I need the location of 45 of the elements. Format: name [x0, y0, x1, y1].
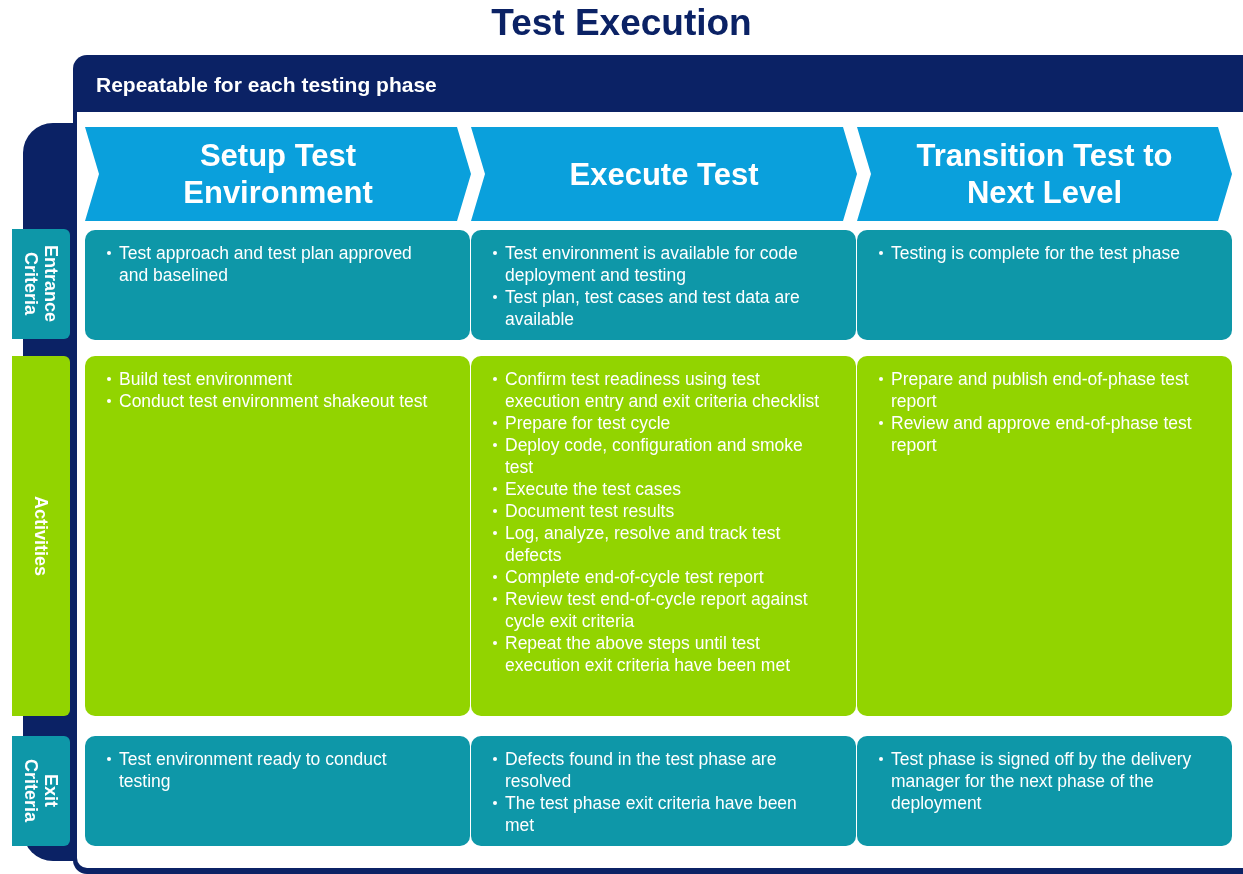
- bullet-text: Confirm test readiness using test execution entry and exit criteria checklist: [505, 369, 820, 411]
- criteria-card: [471, 230, 856, 340]
- panel-heading: Repeatable for each testing phase: [96, 73, 437, 97]
- bullet-text: Build test environment: [119, 369, 293, 389]
- bullet-text: Test approach and test plan approved and baselined: [119, 243, 412, 285]
- bullet-text: Repeat the above steps until test execution exit criteria have been met: [505, 633, 791, 675]
- chevron-banner: [85, 127, 471, 221]
- phase-heading: Setup Test Environment: [182, 137, 374, 212]
- bullet-text: Document test results: [505, 501, 675, 521]
- chevron-banner: [471, 127, 857, 221]
- diagram-title: Test Execution: [490, 2, 753, 44]
- criteria-card: [471, 356, 856, 716]
- criteria-card: [857, 356, 1232, 716]
- bullet-text: Execute the test cases: [505, 479, 682, 499]
- phase-heading: Execute Test: [568, 155, 760, 194]
- row-heading: Entrance Criteria: [21, 244, 61, 325]
- bullet-text: Prepare and publish end-of-phase test report: [891, 369, 1189, 411]
- bullet-text: The test phase exit criteria have been met: [505, 793, 797, 835]
- bullet-text: Test environment is available for code deployment and testing: [505, 243, 798, 285]
- bullet-text: Prepare for test cycle: [505, 413, 671, 433]
- bullet-text: Testing is complete for the test phase: [891, 243, 1180, 263]
- row-heading: Activities: [31, 495, 51, 576]
- row-tab: [12, 736, 70, 846]
- row-tab: [12, 229, 70, 339]
- criteria-card: [857, 736, 1232, 846]
- bullet-text: Log, analyze, resolve and track test defects: [505, 523, 781, 565]
- bullet-text: Review test end-of-cycle report against cycle exit criteria: [505, 589, 808, 631]
- bullet-text: Review and approve end-of-phase test report: [891, 413, 1192, 455]
- bullet-text: Deploy code, configuration and smoke test: [505, 435, 803, 477]
- bullet-text: Defects found in the test phase are resolved: [505, 749, 777, 791]
- bullet-text: Test plan, test cases and test data are available: [505, 287, 800, 329]
- header-panel: [73, 55, 1243, 874]
- bullet-text: Conduct test environment shakeout test: [119, 391, 428, 411]
- criteria-card: [85, 230, 470, 340]
- row-heading: Exit Criteria: [21, 758, 61, 825]
- criteria-card: [85, 356, 470, 716]
- chevron-banner: [857, 127, 1232, 221]
- bullet-text: Complete end-of-cycle test report: [505, 567, 764, 587]
- phase-heading: Transition Test to Next Level: [915, 137, 1174, 212]
- bullet-text: Test environment ready to conduct testing: [119, 749, 387, 791]
- criteria-card: [471, 736, 856, 846]
- criteria-card: [85, 736, 470, 846]
- bullet-text: Test phase is signed off by the delivery manager for the next phase of the deployment: [891, 749, 1192, 813]
- row-tab: [12, 356, 70, 716]
- criteria-card: [857, 230, 1232, 340]
